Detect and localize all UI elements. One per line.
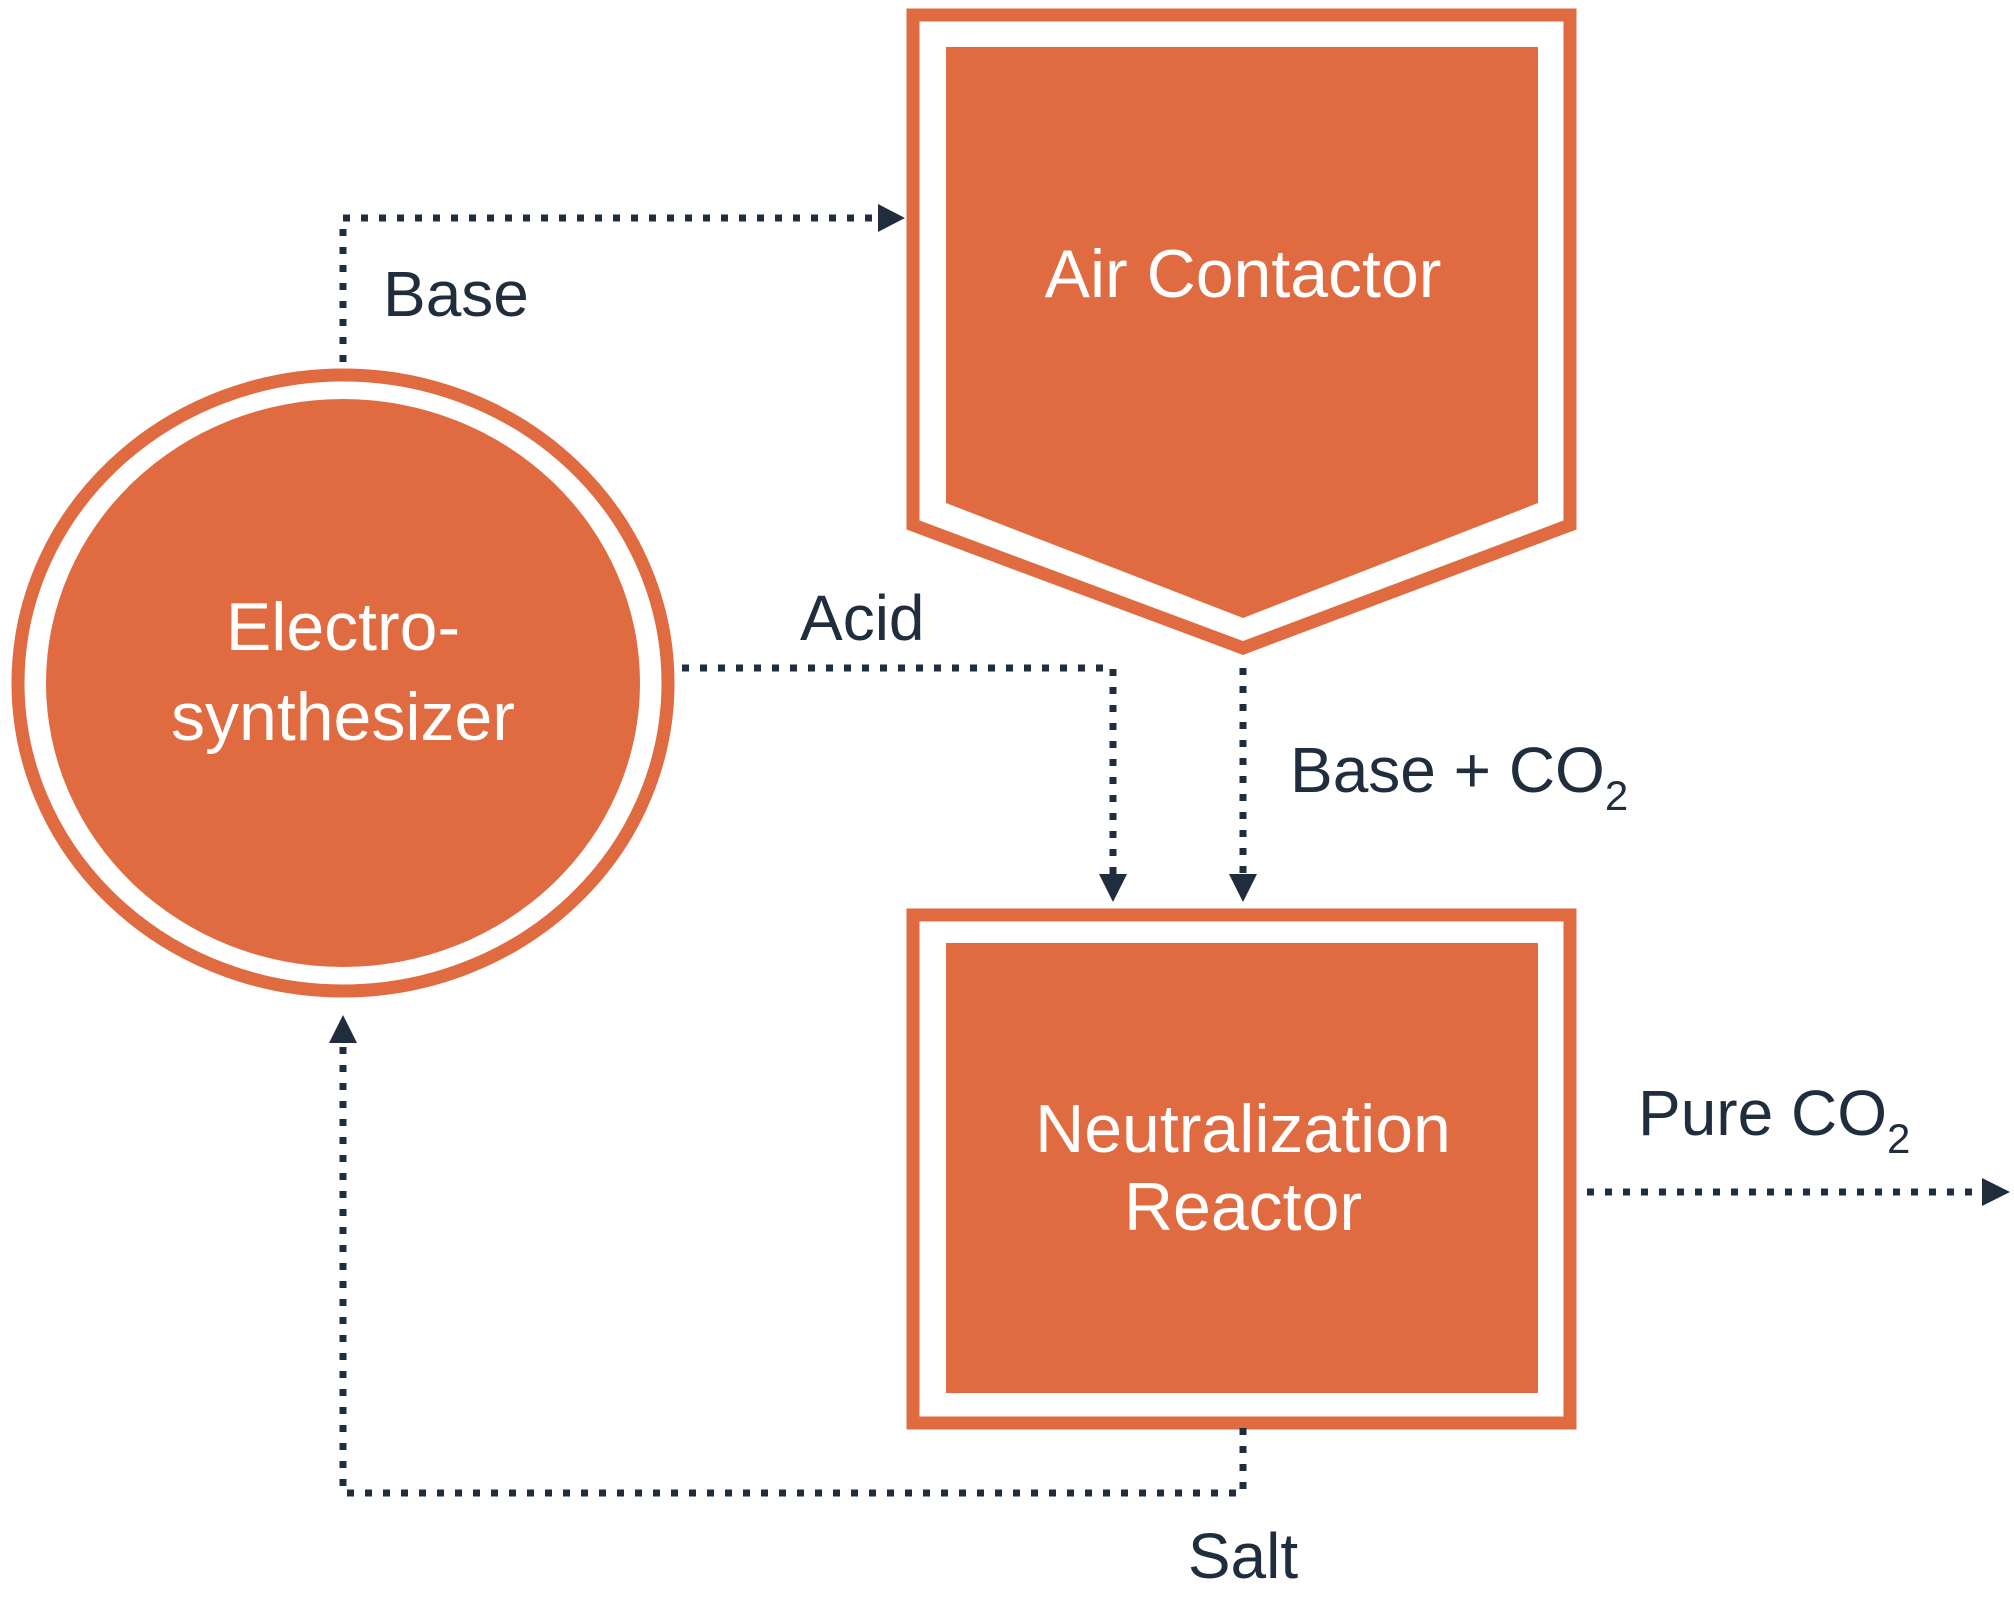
neutralization-reactor-node: Neutralization Reactor (906, 908, 1577, 1430)
base-flow-arrowhead (878, 204, 905, 232)
base-co2-flow-label-main: Base + CO (1290, 734, 1605, 806)
neutralization-reactor-body (946, 943, 1538, 1393)
pure-co2-flow-label-main: Pure CO (1638, 1077, 1887, 1149)
neutralization-reactor-label-line1: Neutralization (1035, 1091, 1451, 1167)
base-flow: Base (339, 204, 905, 362)
acid-flow-label: Acid (800, 582, 925, 654)
pure-co2-flow-label-subscript: 2 (1887, 1115, 1910, 1162)
base-flow-line (339, 214, 880, 362)
pure-co2-flow-label: Pure CO2 (1638, 1077, 1910, 1162)
pure-co2-flow: Pure CO2 (1587, 1077, 2010, 1206)
electrosynthesizer-node: Electro- synthesizer (11, 368, 675, 998)
electrosynthesizer-label-line2: synthesizer (171, 679, 515, 755)
base-co2-flow: Base + CO2 (1229, 668, 1628, 902)
base-co2-flow-arrowhead (1229, 874, 1257, 902)
base-co2-flow-label-subscript: 2 (1605, 772, 1628, 819)
salt-flow-line (339, 1040, 1247, 1497)
acid-flow: Acid (682, 582, 1127, 902)
acid-flow-line (682, 664, 1117, 878)
pure-co2-flow-arrowhead (1982, 1178, 2010, 1206)
neutralization-reactor-label-line2: Reactor (1124, 1169, 1362, 1245)
salt-flow-arrowhead (329, 1015, 357, 1043)
salt-flow-label: Salt (1188, 1520, 1299, 1592)
air-contactor-node: Air Contactor (906, 8, 1577, 655)
electrosynthesizer-label-line1: Electro- (226, 589, 460, 665)
salt-flow: Salt (329, 1015, 1298, 1592)
air-contactor-body (946, 47, 1538, 618)
acid-flow-arrowhead (1099, 874, 1127, 902)
base-co2-flow-label: Base + CO2 (1290, 734, 1628, 819)
electrosynthesizer-body (46, 399, 640, 967)
base-flow-label: Base (383, 258, 529, 330)
air-contactor-label: Air Contactor (1045, 236, 1442, 312)
